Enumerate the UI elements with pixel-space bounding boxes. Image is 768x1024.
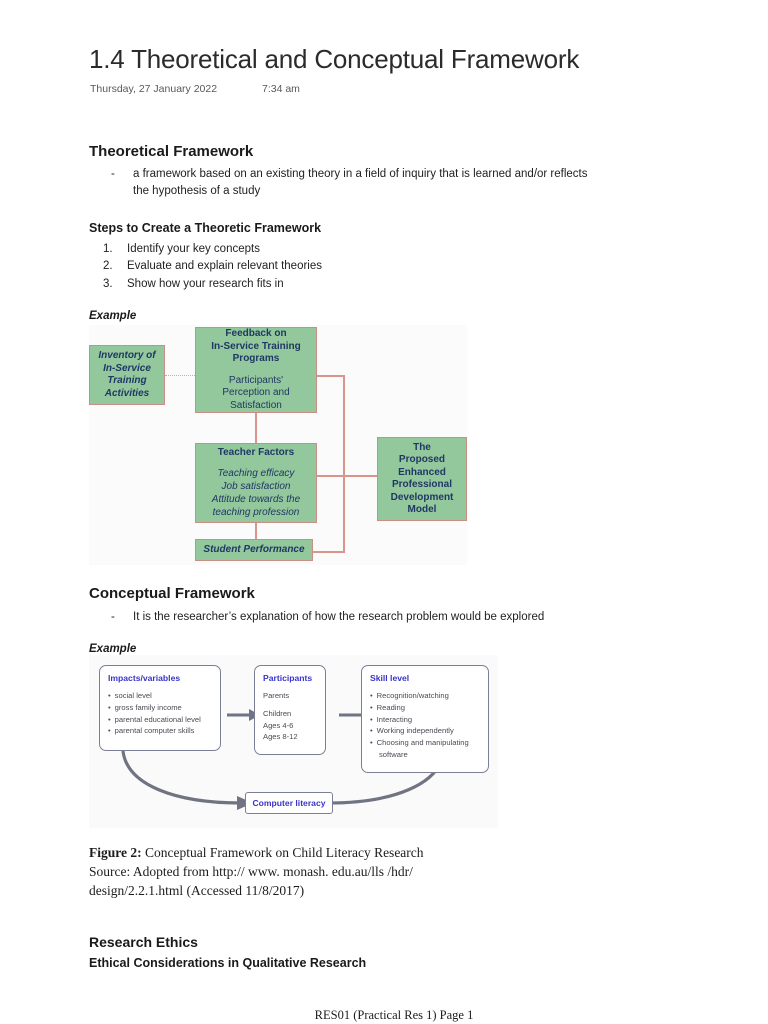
diagram2-participants-line: Parents bbox=[263, 691, 290, 700]
list-item-number: 1. bbox=[103, 243, 113, 255]
list-item-label: Show how your research fits in bbox=[127, 277, 284, 290]
connector-inventory-feedback bbox=[165, 375, 195, 376]
diagram2-participants-line: Ages 8-12 bbox=[263, 732, 298, 742]
heading-theoretical-framework: Theoretical Framework bbox=[89, 143, 254, 160]
connector-right-vertical-bottom bbox=[343, 475, 345, 553]
diagram2-impacts-item: parental educational level bbox=[108, 714, 212, 726]
figure-source-line-1: Source: Adopted from http:// www. monash… bbox=[89, 864, 413, 880]
diagram2-skill-item: Choosing and manipulating bbox=[370, 737, 480, 749]
diagram2-box-participants-title: Participants bbox=[263, 673, 313, 683]
diagram2-participants-line: Children bbox=[263, 709, 292, 719]
example-label-theoretical: Example bbox=[89, 310, 137, 322]
steps-list: 1. Identify your key concepts 2. Evaluat… bbox=[89, 241, 509, 293]
theoretical-definition-item: - a framework based on an existing theor… bbox=[111, 166, 591, 199]
diagram2-box-participants: Participants Parents Children Ages 4-6 A… bbox=[254, 665, 326, 755]
connector-right-vertical-top bbox=[343, 375, 345, 475]
diagram2-box-skill-level: Skill level Recognition/watching Reading… bbox=[361, 665, 489, 773]
diagram2-impacts-item: gross family income bbox=[108, 702, 212, 714]
example-label-conceptual: Example bbox=[89, 643, 137, 655]
subheading-ethical-considerations: Ethical Considerations in Qualitative Re… bbox=[89, 956, 367, 970]
figure-caption: Figure 2: Conceptual Framework on Child … bbox=[89, 843, 498, 900]
page-meta: Thursday, 27 January 2022 7:34 am bbox=[90, 83, 300, 95]
diagram2-impacts-item: social level bbox=[108, 690, 212, 702]
connector-feedback-teacher bbox=[255, 413, 257, 443]
list-item-number: 2. bbox=[103, 260, 113, 273]
list-item: 2. Evaluate and explain relevant theorie… bbox=[89, 258, 509, 275]
dash-bullet: - bbox=[111, 611, 115, 623]
page-title: 1.4 Theoretical and Conceptual Framework bbox=[89, 44, 580, 74]
diagram2-box-impacts: Impacts/variables social level gross fam… bbox=[99, 665, 221, 751]
connector-feedback-right bbox=[317, 375, 345, 377]
arrow-impacts-to-outcome-icon bbox=[121, 750, 253, 810]
figure-title: Conceptual Framework on Child Literacy R… bbox=[141, 845, 424, 860]
list-item-label: Identify your key concepts bbox=[127, 243, 260, 255]
list-item: 1. Identify your key concepts bbox=[89, 241, 509, 258]
connector-teacher-student bbox=[255, 523, 257, 551]
diagram2-skill-item: Recognition/watching bbox=[370, 690, 480, 702]
conceptual-definition-text: It is the researcher’s explanation of ho… bbox=[133, 611, 545, 623]
heading-research-ethics: Research Ethics bbox=[89, 934, 198, 950]
meta-time: 7:34 am bbox=[261, 83, 300, 95]
dash-bullet: - bbox=[111, 168, 115, 180]
heading-steps: Steps to Create a Theoretic Framework bbox=[89, 221, 322, 235]
diagram2-skill-item: software bbox=[379, 749, 408, 759]
figure-label: Figure 2: bbox=[89, 845, 142, 860]
list-item-label: Evaluate and explain relevant theories bbox=[127, 260, 322, 273]
diagram1-box-student-title: Student Performance bbox=[203, 543, 305, 555]
diagram2-skill-item: Reading bbox=[370, 702, 480, 714]
page-footer: RES01 (Practical Res 1) Page 1 bbox=[0, 1008, 768, 1023]
diagram2-box-computer-literacy: Computer literacy bbox=[245, 792, 333, 814]
spacer bbox=[263, 701, 317, 708]
diagram2-impacts-item: parental computer skills bbox=[108, 725, 212, 737]
theoretical-definition-text: a framework based on an existing theory … bbox=[133, 168, 588, 197]
list-item: 3. Show how your research fits in bbox=[89, 276, 509, 293]
diagram2-outcome-label: Computer literacy bbox=[252, 798, 326, 808]
diagram1-box-teacher-title: Teacher Factors bbox=[217, 446, 295, 458]
connector-teacher-proposed bbox=[317, 475, 377, 477]
diagram1-box-student-performance: Student Performance bbox=[195, 539, 313, 561]
conceptual-framework-diagram: Impacts/variables social level gross fam… bbox=[89, 655, 498, 828]
diagram2-box-skill-title: Skill level bbox=[370, 673, 410, 683]
diagram2-skill-item: Working independently bbox=[370, 725, 480, 737]
diagram2-participants-line: Ages 4-6 bbox=[263, 720, 294, 730]
footer-text: RES01 (Practical Res 1) Page 1 bbox=[314, 1008, 474, 1022]
meta-date: Thursday, 27 January 2022 bbox=[90, 83, 218, 95]
connector-student-right bbox=[313, 551, 345, 553]
conceptual-definition-item: - It is the researcher’s explanation of … bbox=[111, 609, 611, 626]
diagram2-box-impacts-title: Impacts/variables bbox=[108, 673, 181, 683]
diagram2-skill-item: Interacting bbox=[370, 714, 480, 726]
heading-conceptual-framework: Conceptual Framework bbox=[89, 585, 255, 602]
figure-source-line-2: design/2.2.1.html (Accessed 11/8/2017) bbox=[89, 883, 305, 899]
list-item-number: 3. bbox=[103, 277, 113, 290]
